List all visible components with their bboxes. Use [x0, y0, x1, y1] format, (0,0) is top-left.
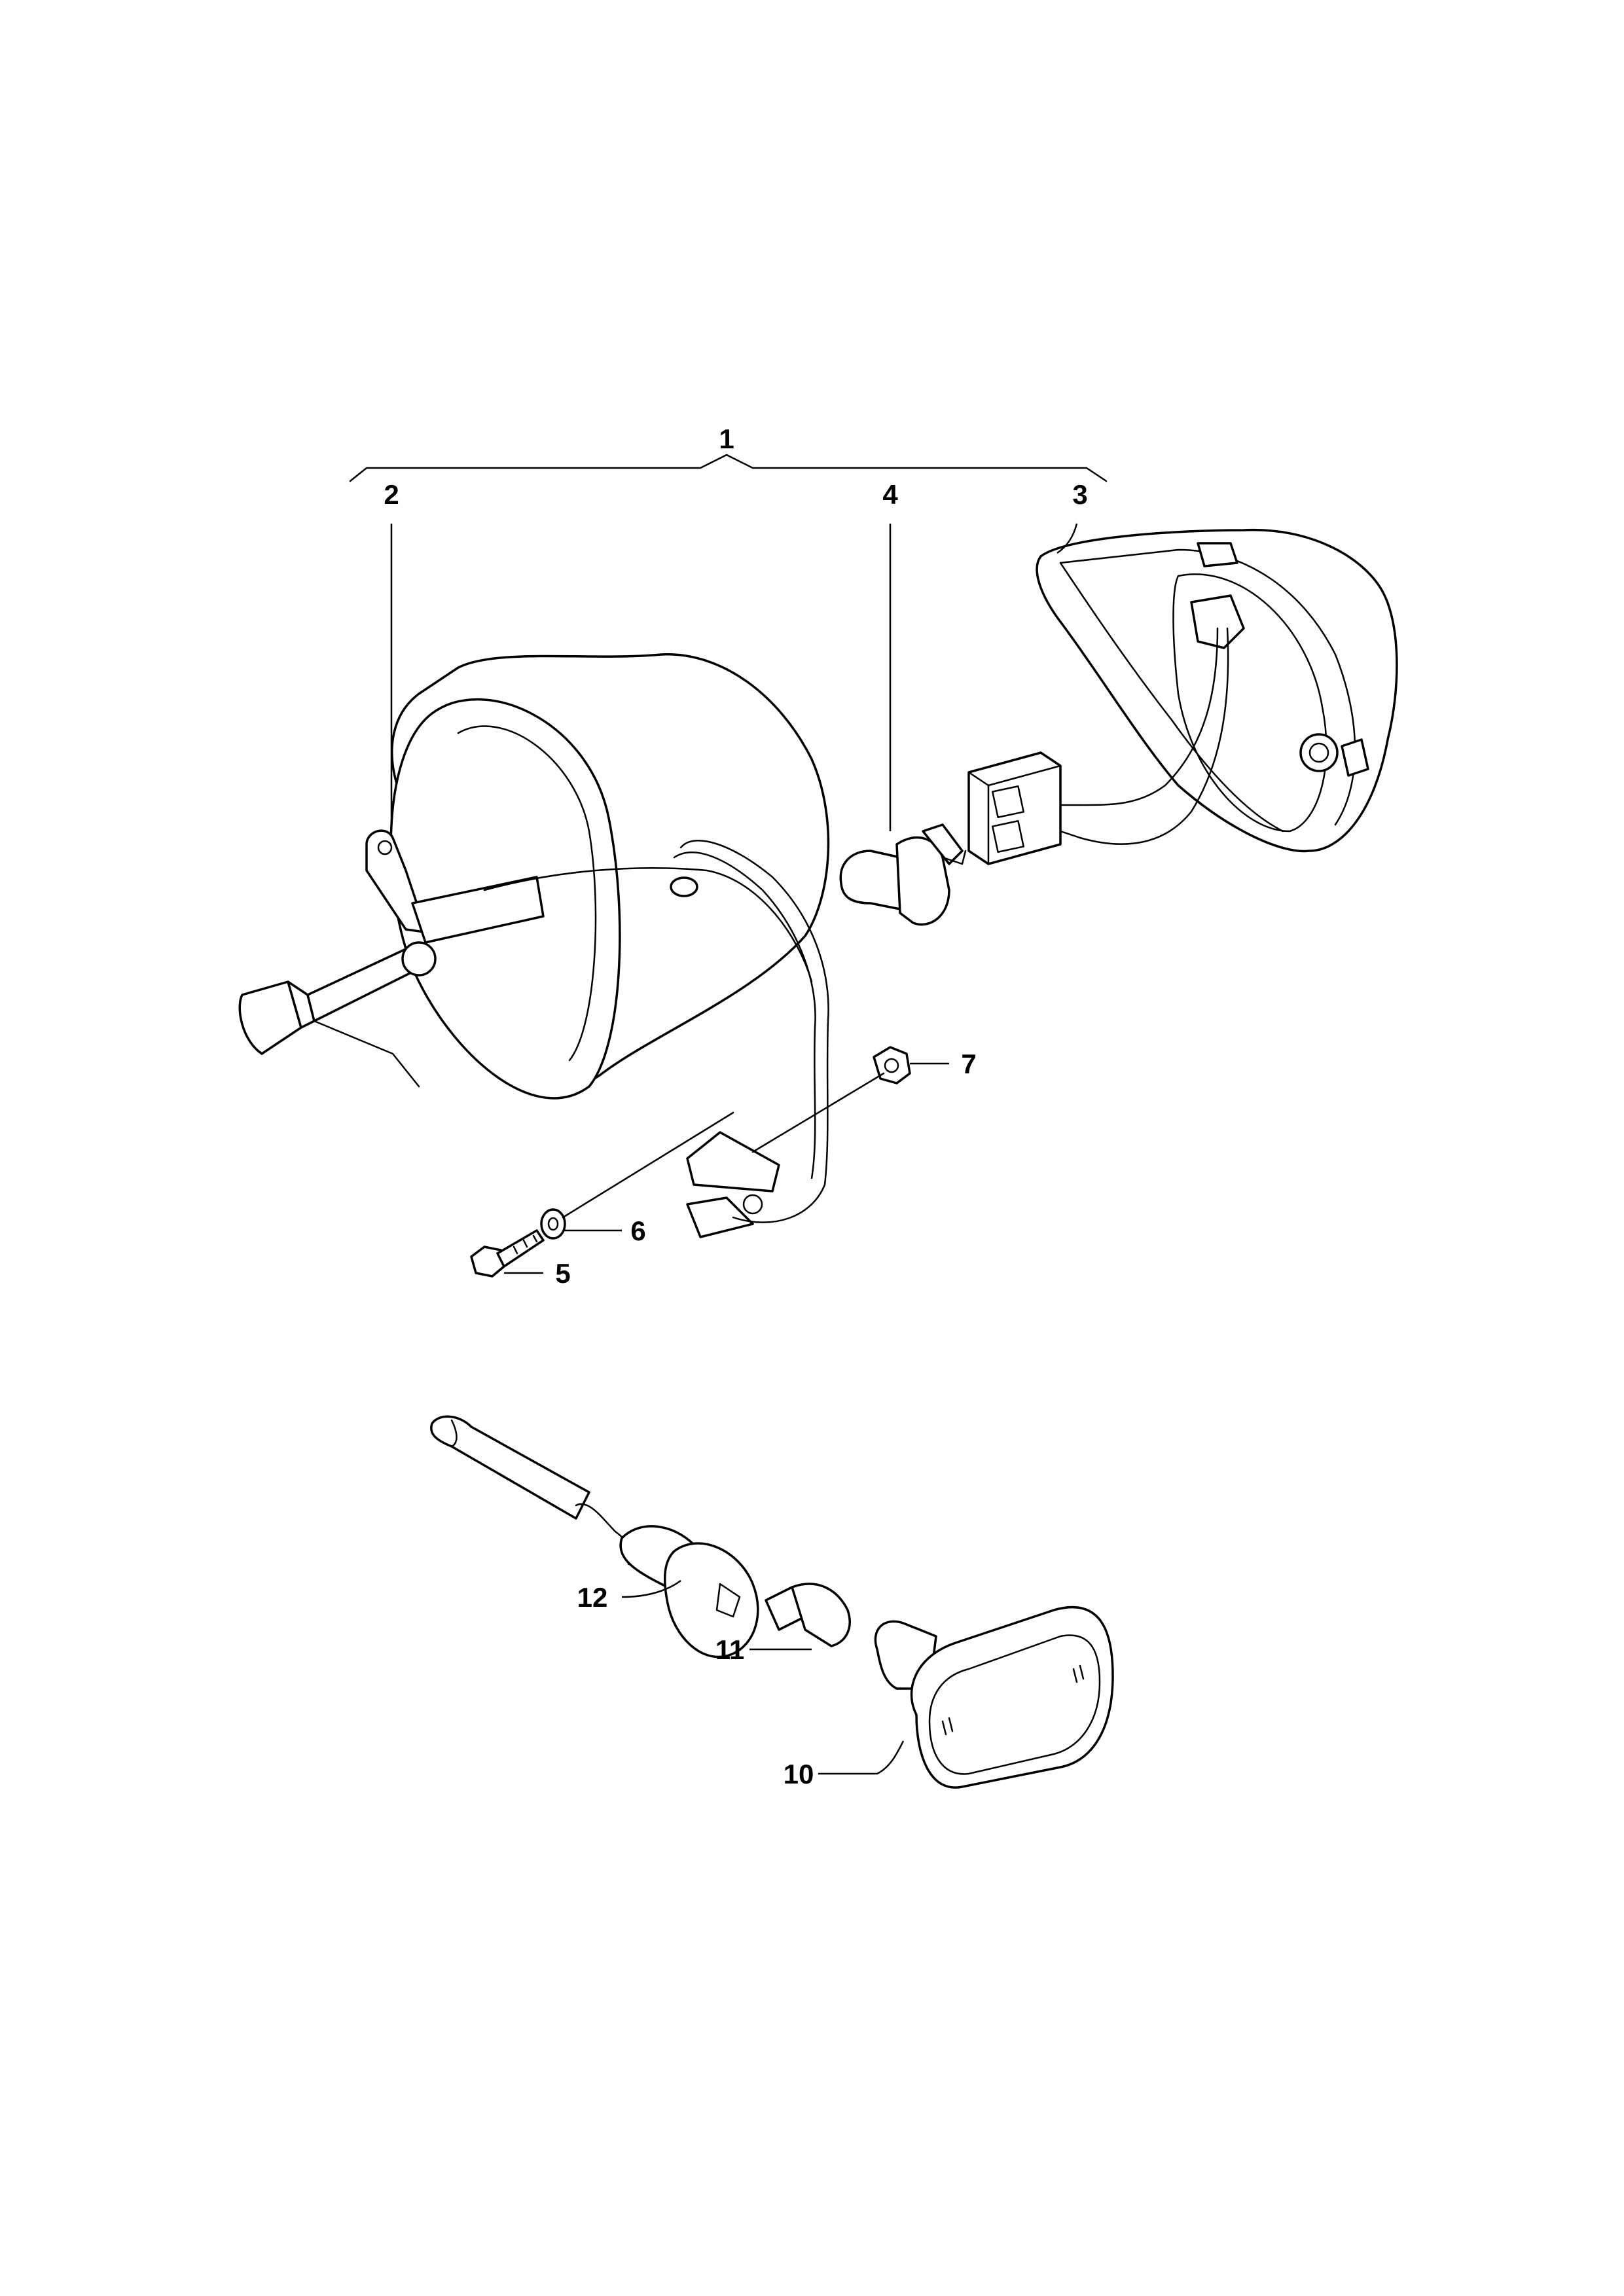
- callout-11: 11: [715, 1634, 744, 1665]
- callout-6: 6: [630, 1215, 645, 1246]
- callout-1: 1: [719, 423, 734, 454]
- fog-lamp-housing: [238, 653, 830, 1238]
- callout-3: 3: [1072, 479, 1087, 510]
- callout-12: 12: [577, 1582, 608, 1613]
- callout-10: 10: [784, 1759, 814, 1789]
- callout-5: 5: [555, 1258, 570, 1289]
- bolt-and-washer: [470, 1111, 734, 1278]
- side-repeater-lamp: [874, 1605, 1114, 1789]
- callout-labels: 1 2 4 3 7 6 5 12 11 10: [384, 423, 1087, 1789]
- callout-2: 2: [384, 479, 399, 510]
- side-repeater-socket: [430, 1415, 759, 1659]
- callout-7: 7: [961, 1049, 976, 1079]
- assembly-bracket: [349, 454, 1108, 482]
- callout-4: 4: [882, 479, 898, 510]
- halogen-bulb: [839, 823, 967, 926]
- nut: [751, 1046, 911, 1153]
- leader-lines: [390, 523, 1078, 1775]
- rear-cover-with-wiring: [967, 528, 1398, 865]
- wedge-bulb: [765, 1583, 851, 1647]
